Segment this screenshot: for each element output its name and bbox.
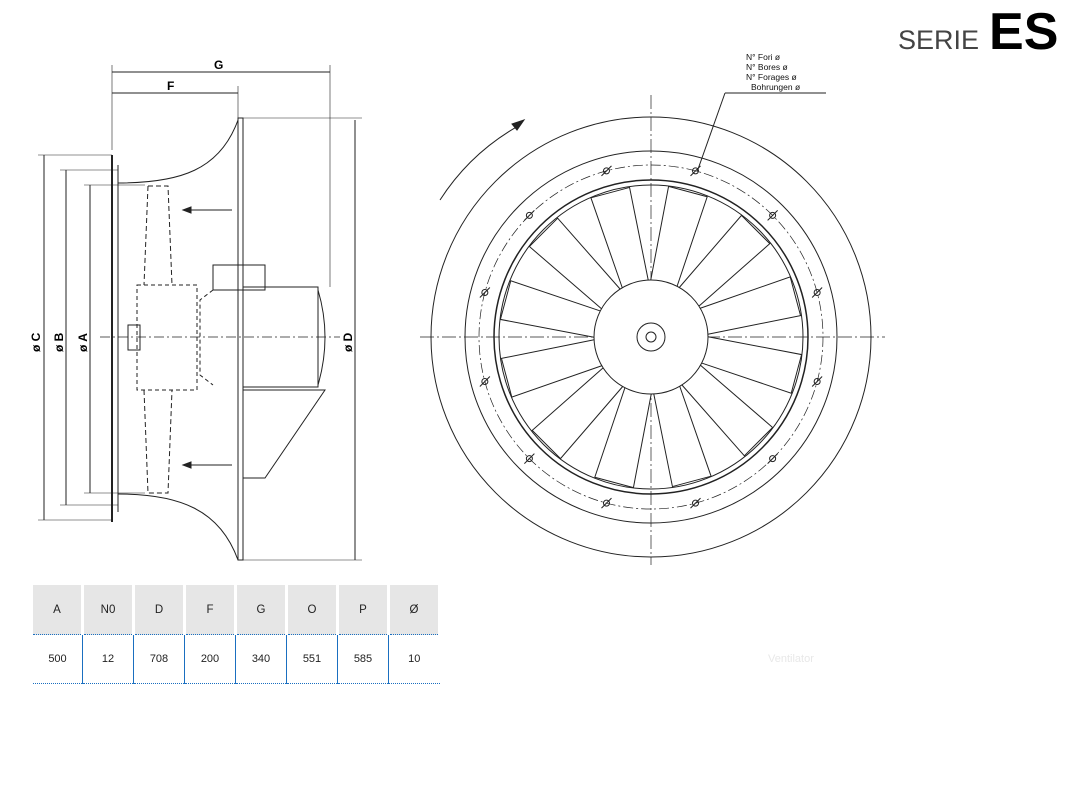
bolt-hole-mark	[767, 210, 778, 221]
cell: 585	[337, 634, 389, 684]
col-d: D	[133, 585, 186, 635]
col-f: F	[184, 585, 237, 635]
note-line: N° Fori ø	[746, 52, 781, 62]
fan-blade	[528, 217, 621, 310]
bolt-hole	[692, 499, 700, 507]
hole-note: N° Fori ø N° Bores ø N° Forages ø Bohrun…	[746, 52, 800, 92]
col-p: P	[337, 585, 390, 635]
bolt-hole	[481, 378, 489, 386]
bolt-hole-mark	[524, 453, 535, 464]
fan-blade	[681, 364, 774, 457]
bolt-hole-mark	[767, 453, 778, 464]
front-view	[420, 92, 885, 565]
series-code: ES	[989, 3, 1059, 61]
fan-blade	[531, 367, 624, 460]
serie-label: SERIE	[898, 25, 980, 55]
bolt-hole	[813, 288, 821, 296]
fan-blade	[650, 185, 708, 288]
cell: 708	[133, 634, 185, 684]
dimensions-table: A N0 D F G O P Ø 500 12 708 200 340 551 …	[33, 585, 441, 684]
fan-blade	[594, 386, 652, 489]
note-line: N° Forages ø	[746, 72, 797, 82]
bolt-hole	[602, 167, 610, 175]
bolt-hole	[525, 211, 533, 219]
dim-label-a: ø A	[76, 333, 90, 352]
bolt-hole	[769, 455, 777, 463]
cell: 551	[286, 634, 338, 684]
note-line: N° Bores ø	[746, 62, 788, 72]
bolt-hole	[813, 378, 821, 386]
dim-label-f: F	[167, 79, 174, 93]
bolt-hole-mark	[811, 287, 823, 298]
cell: 500	[33, 634, 83, 684]
bolt-hole-mark	[690, 497, 701, 509]
cell: 200	[184, 634, 236, 684]
bolt-hole-mark	[601, 497, 612, 509]
bolt-hole	[602, 499, 610, 507]
fan-blade	[500, 339, 602, 398]
bolt-hole	[481, 288, 489, 296]
bolt-hole-mark	[524, 210, 535, 221]
cell: 340	[235, 634, 287, 684]
bolt-hole-mark	[479, 287, 491, 298]
dim-label-c: ø C	[29, 332, 43, 352]
side-view	[38, 65, 362, 561]
table-header-row: A N0 D F G O P Ø	[33, 585, 441, 635]
fan-blade	[590, 186, 649, 288]
bolt-hole-mark	[479, 376, 491, 387]
fan-blade	[700, 336, 803, 394]
note-line: Bohrungen ø	[751, 82, 801, 92]
bolt-hole	[769, 211, 777, 219]
bolt-hole	[525, 455, 533, 463]
bolt-hole-mark	[811, 376, 823, 387]
bolt-hole-mark	[601, 165, 612, 177]
table-row: 500 12 708 200 340 551 585 10	[33, 634, 440, 684]
col-a: A	[33, 585, 84, 635]
col-n0: N0	[82, 585, 135, 635]
col-g: G	[235, 585, 288, 635]
dim-label-g: G	[214, 58, 223, 72]
dim-label-b: ø B	[52, 332, 66, 352]
fan-blade	[700, 276, 802, 335]
dim-label-d: ø D	[341, 332, 355, 352]
watermark: Ventilator	[768, 653, 814, 665]
col-diameter: Ø	[388, 585, 441, 635]
fan-blade	[653, 386, 712, 488]
series-title: SERIE ES	[898, 6, 1058, 58]
col-o: O	[286, 585, 339, 635]
fan-blade	[678, 214, 771, 307]
bolt-hole	[692, 167, 700, 175]
cell: 12	[82, 634, 134, 684]
fan-blade	[499, 280, 602, 338]
cell: 10	[388, 634, 440, 684]
